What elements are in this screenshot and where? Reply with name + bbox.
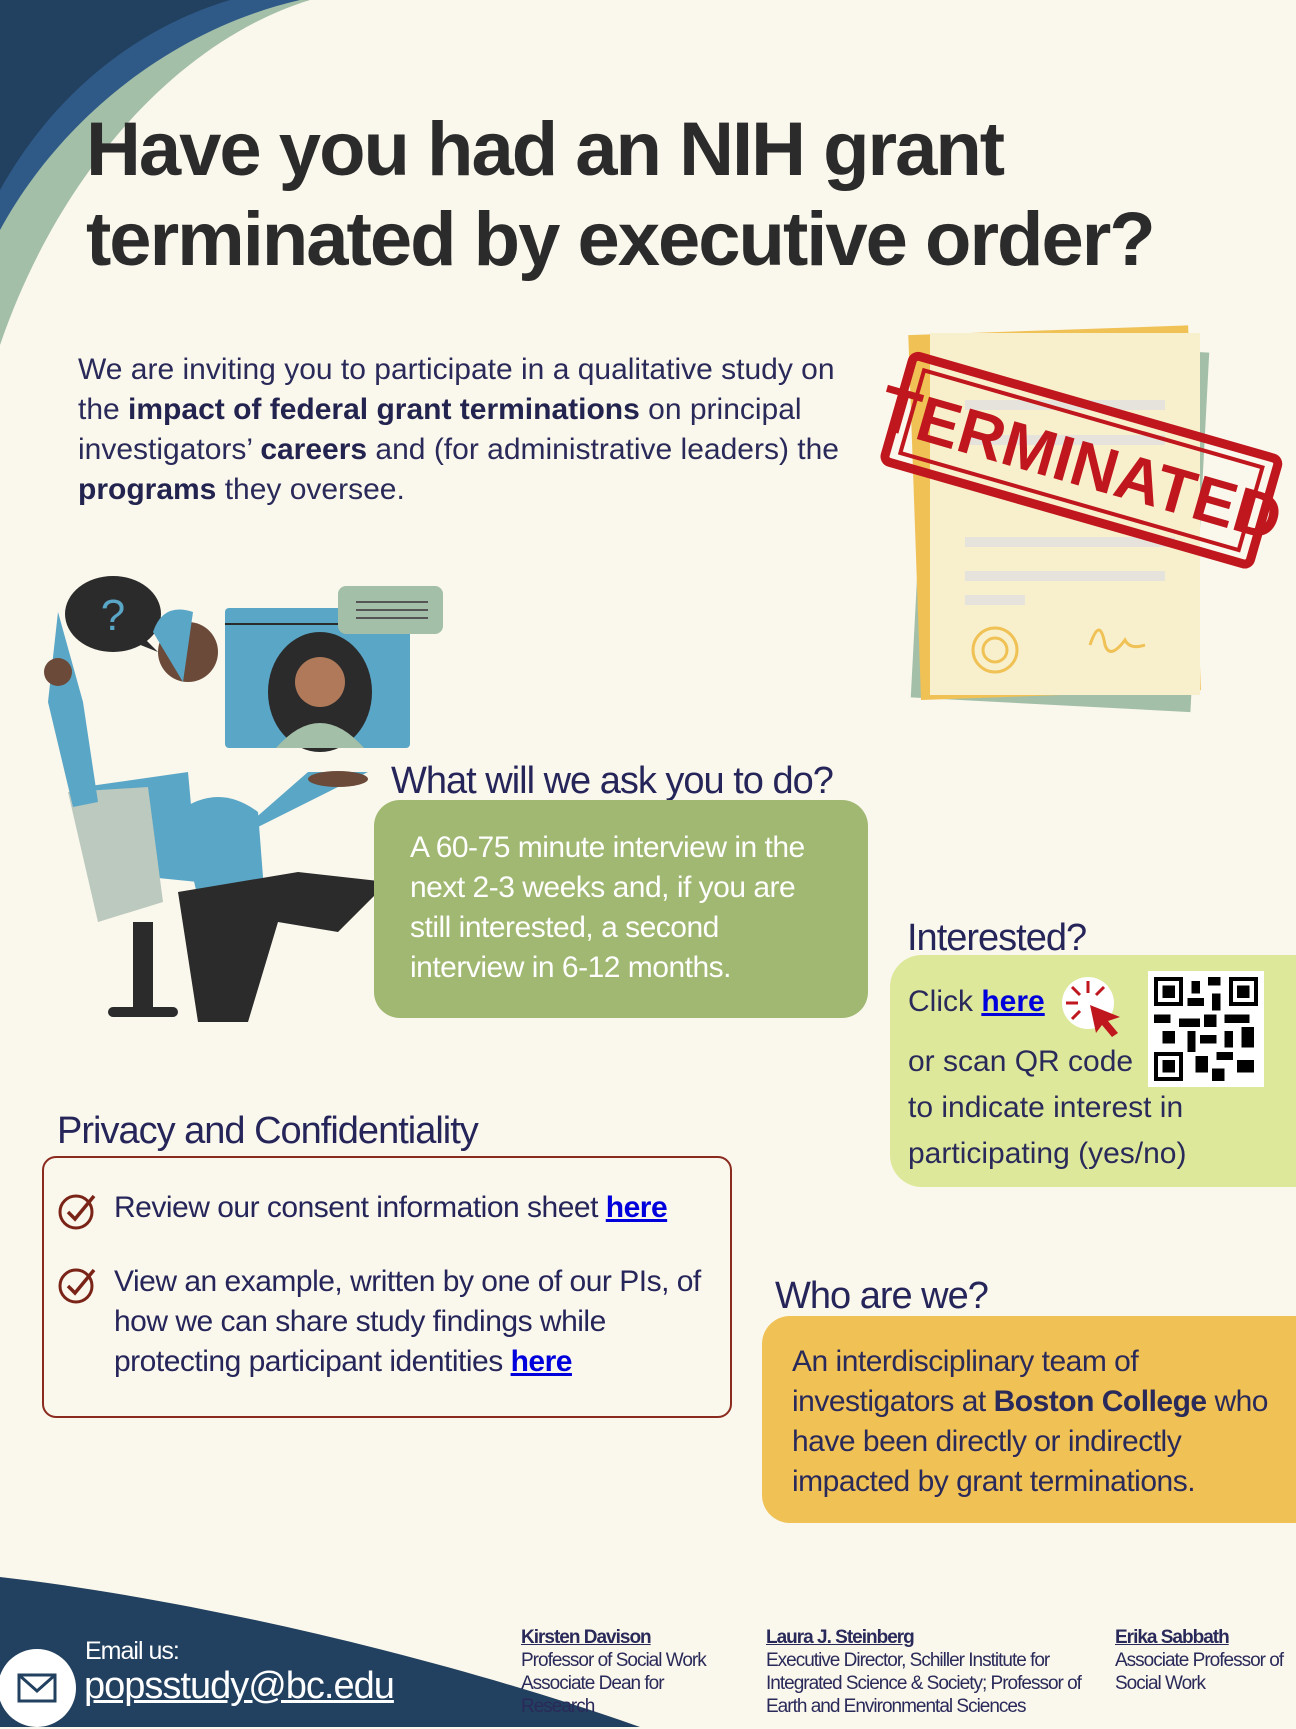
click-text: Click: [908, 985, 982, 1018]
title-line-1: Have you had an NIH grant: [86, 107, 1005, 192]
privacy-box: Review our consent information sheet her…: [42, 1156, 732, 1418]
ask-box: A 60-75 minute interview in the next 2-3…: [374, 800, 868, 1018]
intro-text: and (for administrative leaders) the: [367, 433, 839, 466]
person-video-call-illustration: ?: [44, 576, 443, 1022]
intro-bold: programs: [78, 473, 217, 506]
who-heading: Who are we?: [775, 1275, 989, 1317]
email-link[interactable]: popsstudy@bc.edu: [84, 1665, 395, 1707]
intro-text: they oversee.: [216, 473, 405, 506]
privacy-item-text: View an example, written by one of our P…: [114, 1265, 701, 1378]
interest-link[interactable]: here: [981, 985, 1045, 1018]
cursor-click-icon: [1062, 977, 1120, 1037]
check-circle-icon: [58, 1268, 96, 1304]
title-line-2: terminated by executive order?: [86, 197, 1156, 282]
example-findings-link[interactable]: here: [510, 1345, 573, 1378]
interested-box: Click here or scan QR code to indicate i…: [890, 955, 1296, 1187]
page-title: Have you had an NIH grant terminated by …: [86, 105, 1156, 285]
intro-bold: careers: [260, 433, 368, 466]
intro-text: on principal investigators’: [78, 393, 802, 466]
corner-decoration: [0, 0, 310, 345]
privacy-item: Review our consent information sheet her…: [58, 1188, 724, 1230]
consent-sheet-link[interactable]: here: [605, 1191, 668, 1224]
privacy-heading: Privacy and Confidentiality: [57, 1110, 479, 1152]
member-role: Professor of Social Work Associate Dean …: [521, 1650, 707, 1717]
interested-line: participating (yes/no): [908, 1137, 1187, 1170]
member-name[interactable]: Laura J. Steinberg: [766, 1627, 915, 1648]
member-role: Executive Director, Schiller Institute f…: [766, 1650, 1082, 1717]
member-role: Associate Professor of Social Work: [1115, 1650, 1284, 1694]
member-name[interactable]: Kirsten Davison: [521, 1627, 652, 1648]
who-bold: Boston College: [993, 1385, 1208, 1418]
interested-heading: Interested?: [907, 917, 1087, 959]
who-text: who have been directly or indirectly imp…: [792, 1385, 1269, 1498]
interested-line: or scan QR code: [908, 1045, 1134, 1078]
footer-background: [0, 1577, 640, 1727]
check-circle-icon: [58, 1194, 96, 1230]
who-box: An interdisciplinary team of investigato…: [762, 1316, 1296, 1523]
qr-code[interactable]: [1148, 971, 1264, 1087]
privacy-item-text: Review our consent information sheet: [114, 1191, 606, 1224]
interested-line: to indicate interest in: [908, 1091, 1184, 1124]
intro-bold: impact of federal grant terminations: [128, 393, 640, 426]
ask-heading: What will we ask you to do?: [391, 760, 834, 802]
svg-text:?: ?: [101, 591, 125, 640]
member-name[interactable]: Erika Sabbath: [1115, 1627, 1230, 1648]
privacy-item: View an example, written by one of our P…: [58, 1262, 724, 1382]
who-text: An interdisciplinary team of investigato…: [792, 1345, 1139, 1418]
email-icon: [0, 1649, 76, 1727]
email-label: Email us:: [85, 1637, 180, 1665]
intro-paragraph: We are inviting you to participate in a …: [78, 350, 858, 510]
intro-text: We are inviting you to participate in a …: [78, 353, 835, 426]
terminated-document-illustration: TERMINATED: [871, 325, 1290, 713]
